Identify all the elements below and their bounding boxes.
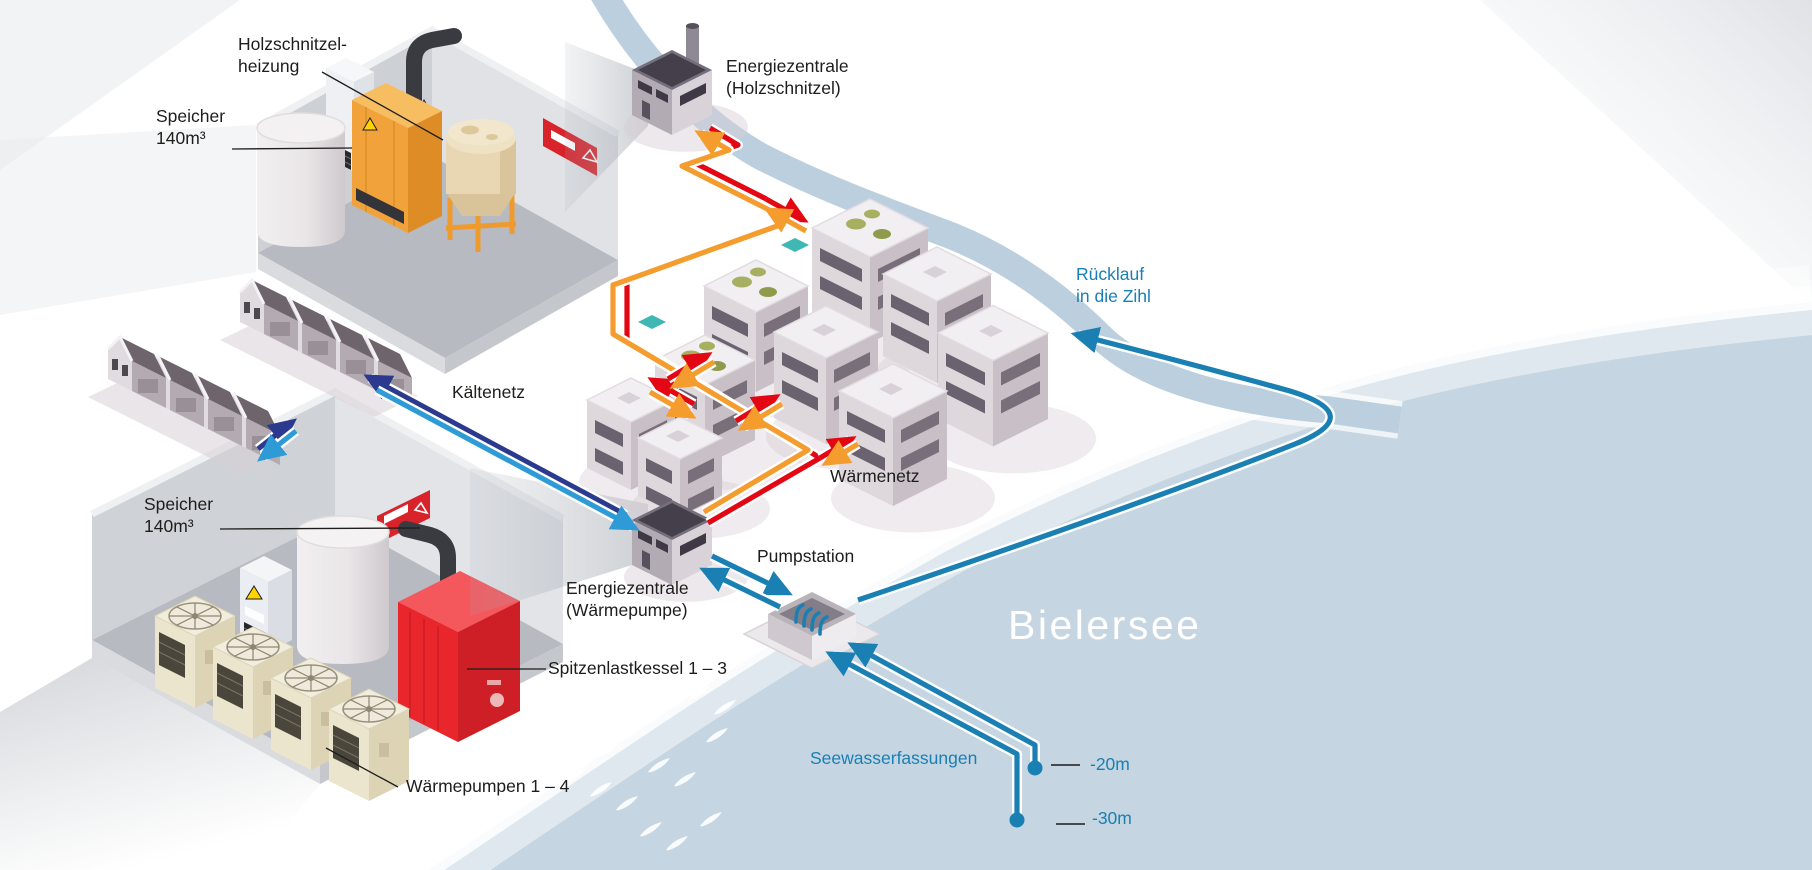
leader-lines [219, 71, 546, 788]
pipe [825, 651, 1020, 818]
wave-icon [674, 772, 696, 787]
pool-icon [638, 315, 666, 329]
pipe [847, 642, 1038, 766]
label-depth-20m: -20m [1090, 754, 1130, 774]
label-peak-load-boilers: Spitzenlastkessel 1 – 3 [548, 658, 727, 678]
intake-point-30m [1009, 812, 1025, 828]
label-heat-pumps: Wärmepumpen 1 – 4 [406, 776, 570, 796]
pump-pipes-icon [794, 603, 829, 636]
building [831, 363, 995, 533]
wave-icon [598, 742, 620, 757]
wave-icon [616, 796, 638, 811]
wave-icon [994, 436, 1016, 451]
pool-icon [781, 238, 809, 252]
label-heat-network: Wärmenetz [830, 466, 920, 486]
boiler-chimney [406, 28, 462, 108]
boiler-chimney [398, 521, 456, 608]
wood-chip-silo-icon [445, 119, 517, 252]
wave-icon [666, 836, 688, 851]
land-background [0, 0, 1812, 315]
heat-pump-units-icon [153, 595, 411, 801]
energy-center-building-icon [624, 500, 748, 602]
pipe [763, 207, 808, 234]
pipe [710, 553, 793, 596]
row-houses [88, 277, 418, 474]
pipe [257, 428, 298, 462]
energy-center-buildings [624, 23, 748, 602]
wave-icon [946, 452, 968, 467]
wave-icon [688, 686, 710, 701]
label-energy-center-wood-chip: Energiezentrale(Holzschnitzel) [726, 56, 849, 98]
heat-pump-unit-icon [153, 595, 237, 708]
lake-intake-markers [1009, 760, 1085, 828]
pipe [669, 359, 716, 389]
storage-tank-icon [256, 112, 346, 247]
wave-icon [706, 728, 728, 743]
label-lake-name: Bielersee [1008, 602, 1202, 648]
label-energy-center-heat-pump: Energiezentrale(Wärmepumpe) [566, 578, 689, 620]
pipe [363, 374, 628, 518]
pipe [699, 567, 782, 610]
pipe [375, 387, 640, 531]
wood-chip-boiler-icon [352, 28, 462, 233]
pump-station-icon [742, 592, 882, 669]
wave-icon [564, 768, 586, 783]
warning-sign-icon [377, 490, 430, 544]
intake-point-20m [1027, 760, 1043, 776]
pipe [821, 440, 860, 466]
electric-warning-icon [245, 585, 263, 600]
label-lake-water-intakes: Seewasserfassungen [810, 748, 978, 768]
label-cold-network: Kältenetz [452, 382, 525, 402]
pipe [610, 130, 811, 515]
row-house-terrace [88, 334, 286, 474]
wave-icon [640, 822, 662, 837]
network-pipes [254, 123, 1336, 818]
energy-center-building-icon [624, 23, 748, 152]
label-wood-chip-boiler: Holzschnitzel-heizung [238, 34, 347, 76]
pipe [737, 401, 784, 431]
callout-beam [565, 42, 648, 212]
wave-icon [970, 444, 992, 459]
wave-icon [714, 700, 736, 715]
wave-icon [590, 782, 612, 797]
label-depth-30m: -30m [1092, 808, 1132, 828]
storage-tank-icon [296, 515, 390, 664]
wave-icon [572, 728, 594, 743]
building [930, 304, 1096, 474]
heat-pump-unit-icon [327, 688, 411, 801]
label-pump-station: Pumpstation [757, 546, 855, 566]
pipe [857, 326, 1333, 603]
wave-icon [700, 812, 722, 827]
pipe [648, 389, 697, 419]
wave-icon [648, 758, 670, 773]
room-wall-top-edge [256, 25, 620, 138]
room-floor [258, 156, 618, 358]
